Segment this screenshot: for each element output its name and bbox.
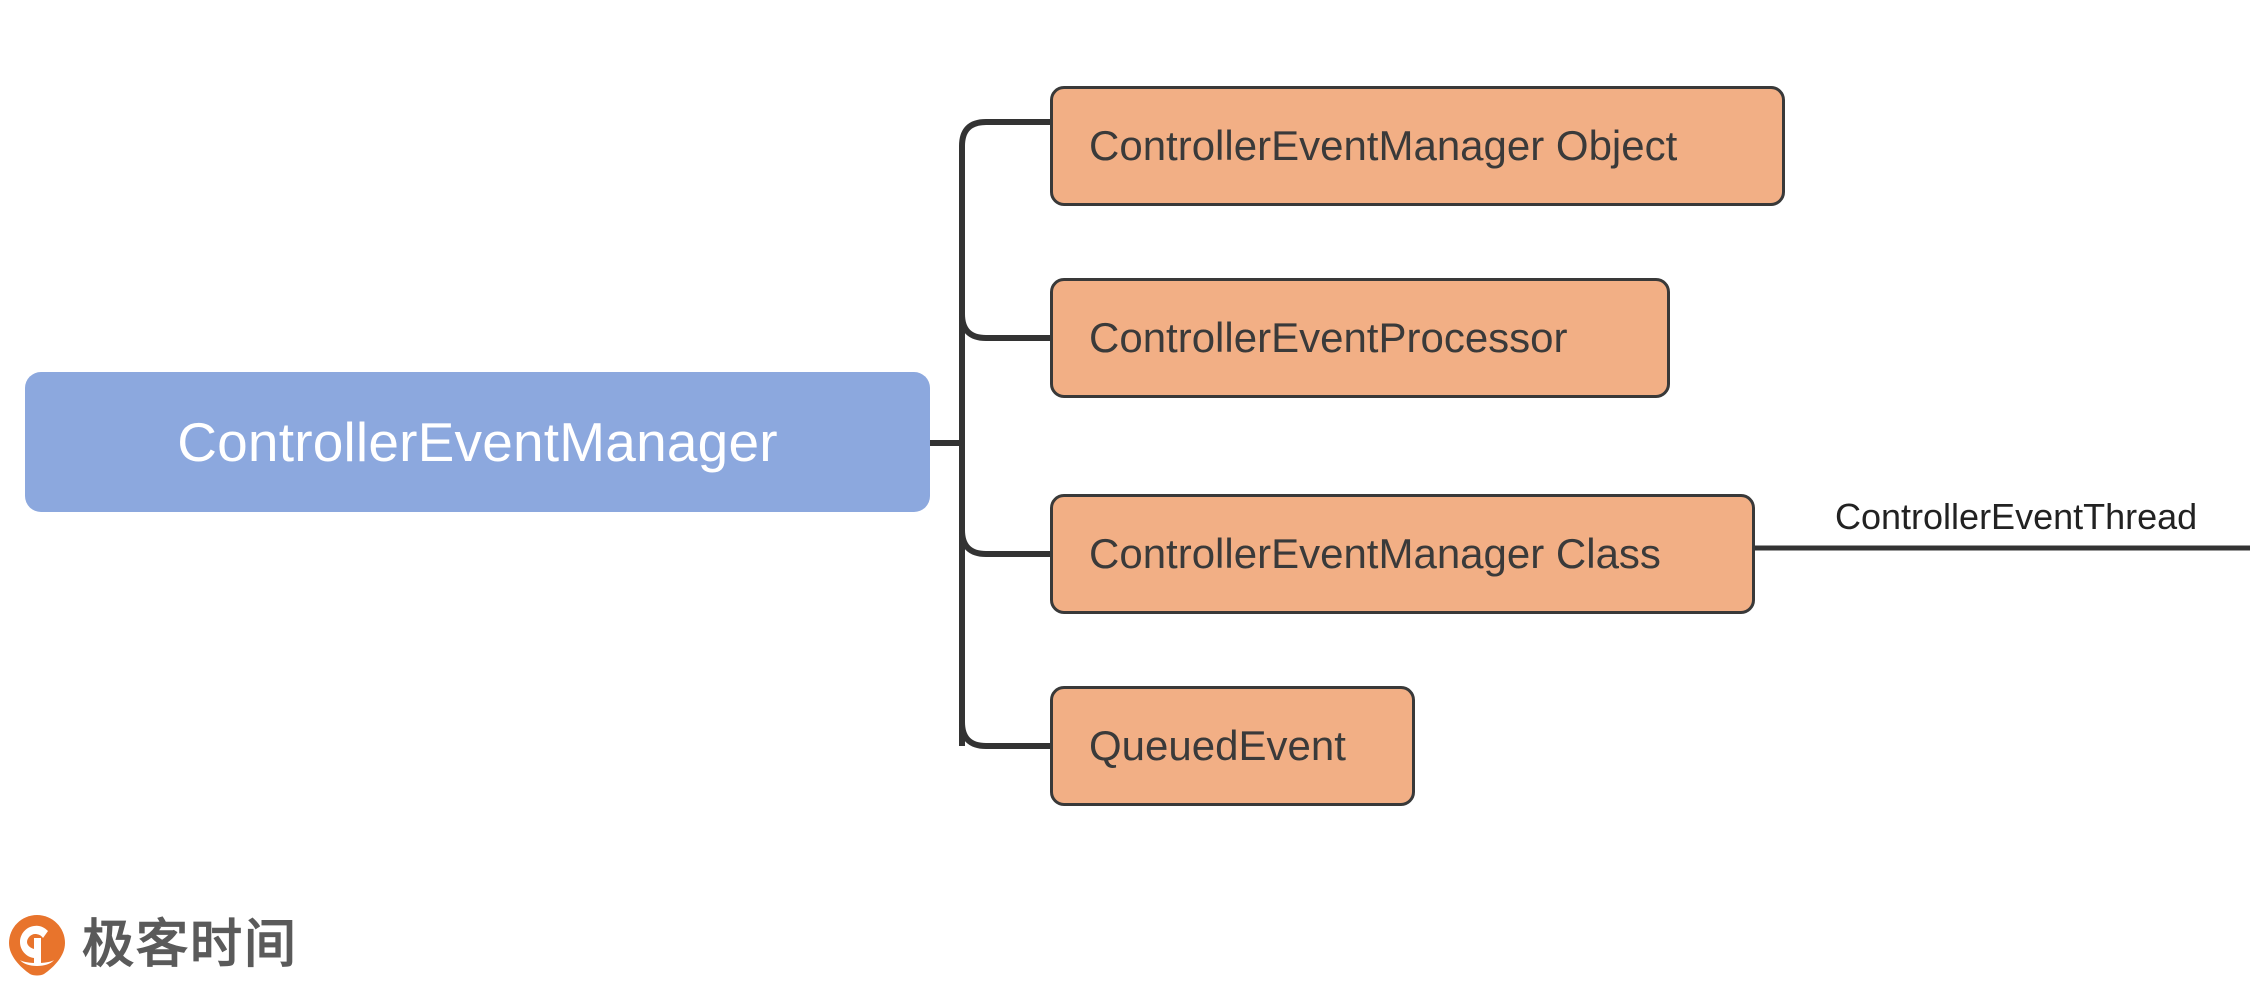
connector-child-1 — [959, 313, 1050, 341]
geektime-logo-icon — [9, 915, 65, 976]
child-node-controller-event-processor[interactable]: ControllerEventProcessor — [1050, 278, 1670, 398]
child-node-label: ControllerEventManager Class — [1089, 530, 1661, 577]
connector-child-3 — [959, 721, 1050, 749]
child-node-queued-event[interactable]: QueuedEvent — [1050, 686, 1415, 806]
root-node-label: ControllerEventManager — [177, 410, 778, 473]
child-node-controller-event-manager-class[interactable]: ControllerEventManager Class — [1050, 494, 1755, 614]
brand-watermark: 极客时间 — [8, 914, 298, 976]
brand-text: 极客时间 — [82, 916, 299, 974]
child-node-controller-event-manager-object[interactable]: ControllerEventManager Object — [1050, 86, 1785, 206]
branch-label-controller-event-thread: ControllerEventThread — [1835, 496, 2198, 537]
child-node-label: ControllerEventProcessor — [1089, 314, 1568, 361]
root-node[interactable]: ControllerEventManager — [25, 372, 930, 512]
connector-child-2 — [959, 529, 1050, 557]
connector-child-0 — [959, 119, 1050, 147]
child-node-label: ControllerEventManager Object — [1089, 122, 1678, 169]
child-node-label: QueuedEvent — [1089, 722, 1346, 769]
